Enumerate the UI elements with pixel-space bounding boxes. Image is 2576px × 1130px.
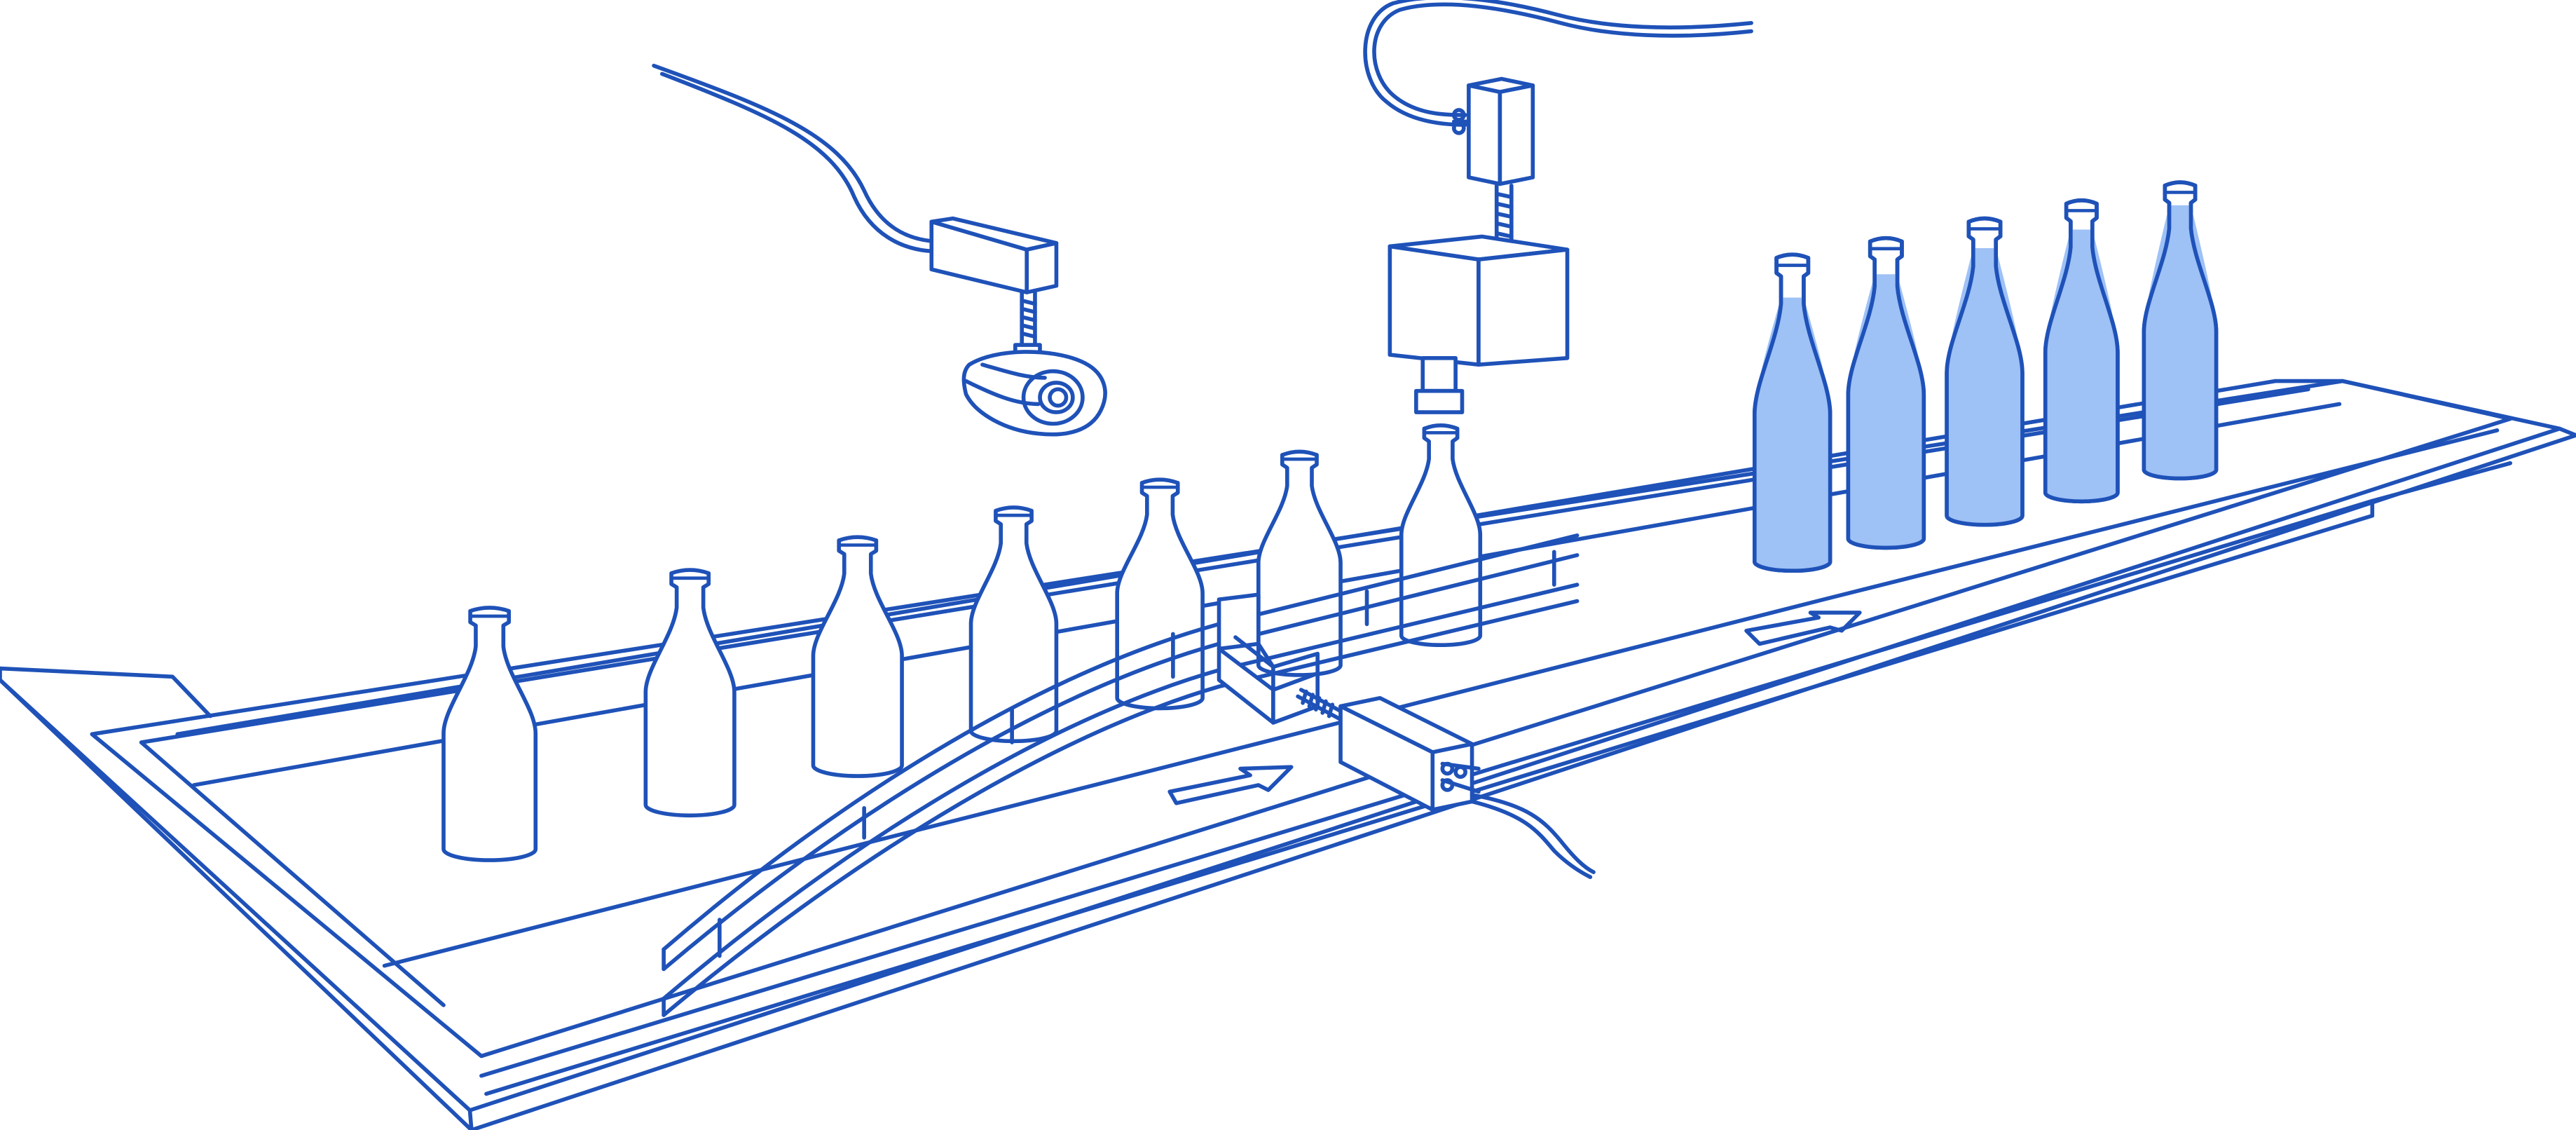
filled-bottle-icon [1752,252,1832,573]
empty-bottle-icon [1256,449,1343,677]
direction-arrow-icon [1744,611,1862,646]
bottle-liquid [1754,297,1830,571]
empty-bottle-icon [968,505,1059,744]
conveyor-frame [0,379,2576,1130]
filled-bottle-icon [1846,236,1926,550]
camera-sensor-icon [652,63,1107,437]
empty-bottle-icon [1399,423,1483,648]
filled-bottle-icon [2043,198,2120,504]
bottle-liquid [2144,205,2217,479]
empty-bottle-icon [441,606,538,862]
side-sensor-icon [1217,592,1596,879]
filled-bottle-icon [2142,180,2219,481]
conveyor-inner-belt [90,379,2513,1058]
bottle-liquid [1947,248,2022,525]
direction-arrow-icon [1167,765,1294,805]
filled-bottle-icon [1945,216,2025,527]
bottle-liquid [1848,274,1924,548]
empty-bottles [441,423,1483,862]
bottle-liquid [2045,229,2118,502]
guide-rail [662,533,1580,1017]
empty-bottle-icon [643,568,737,818]
empty-bottle-icon [811,535,904,778]
filler-head-icon [1363,0,1753,414]
filled-bottles [1752,180,2219,573]
